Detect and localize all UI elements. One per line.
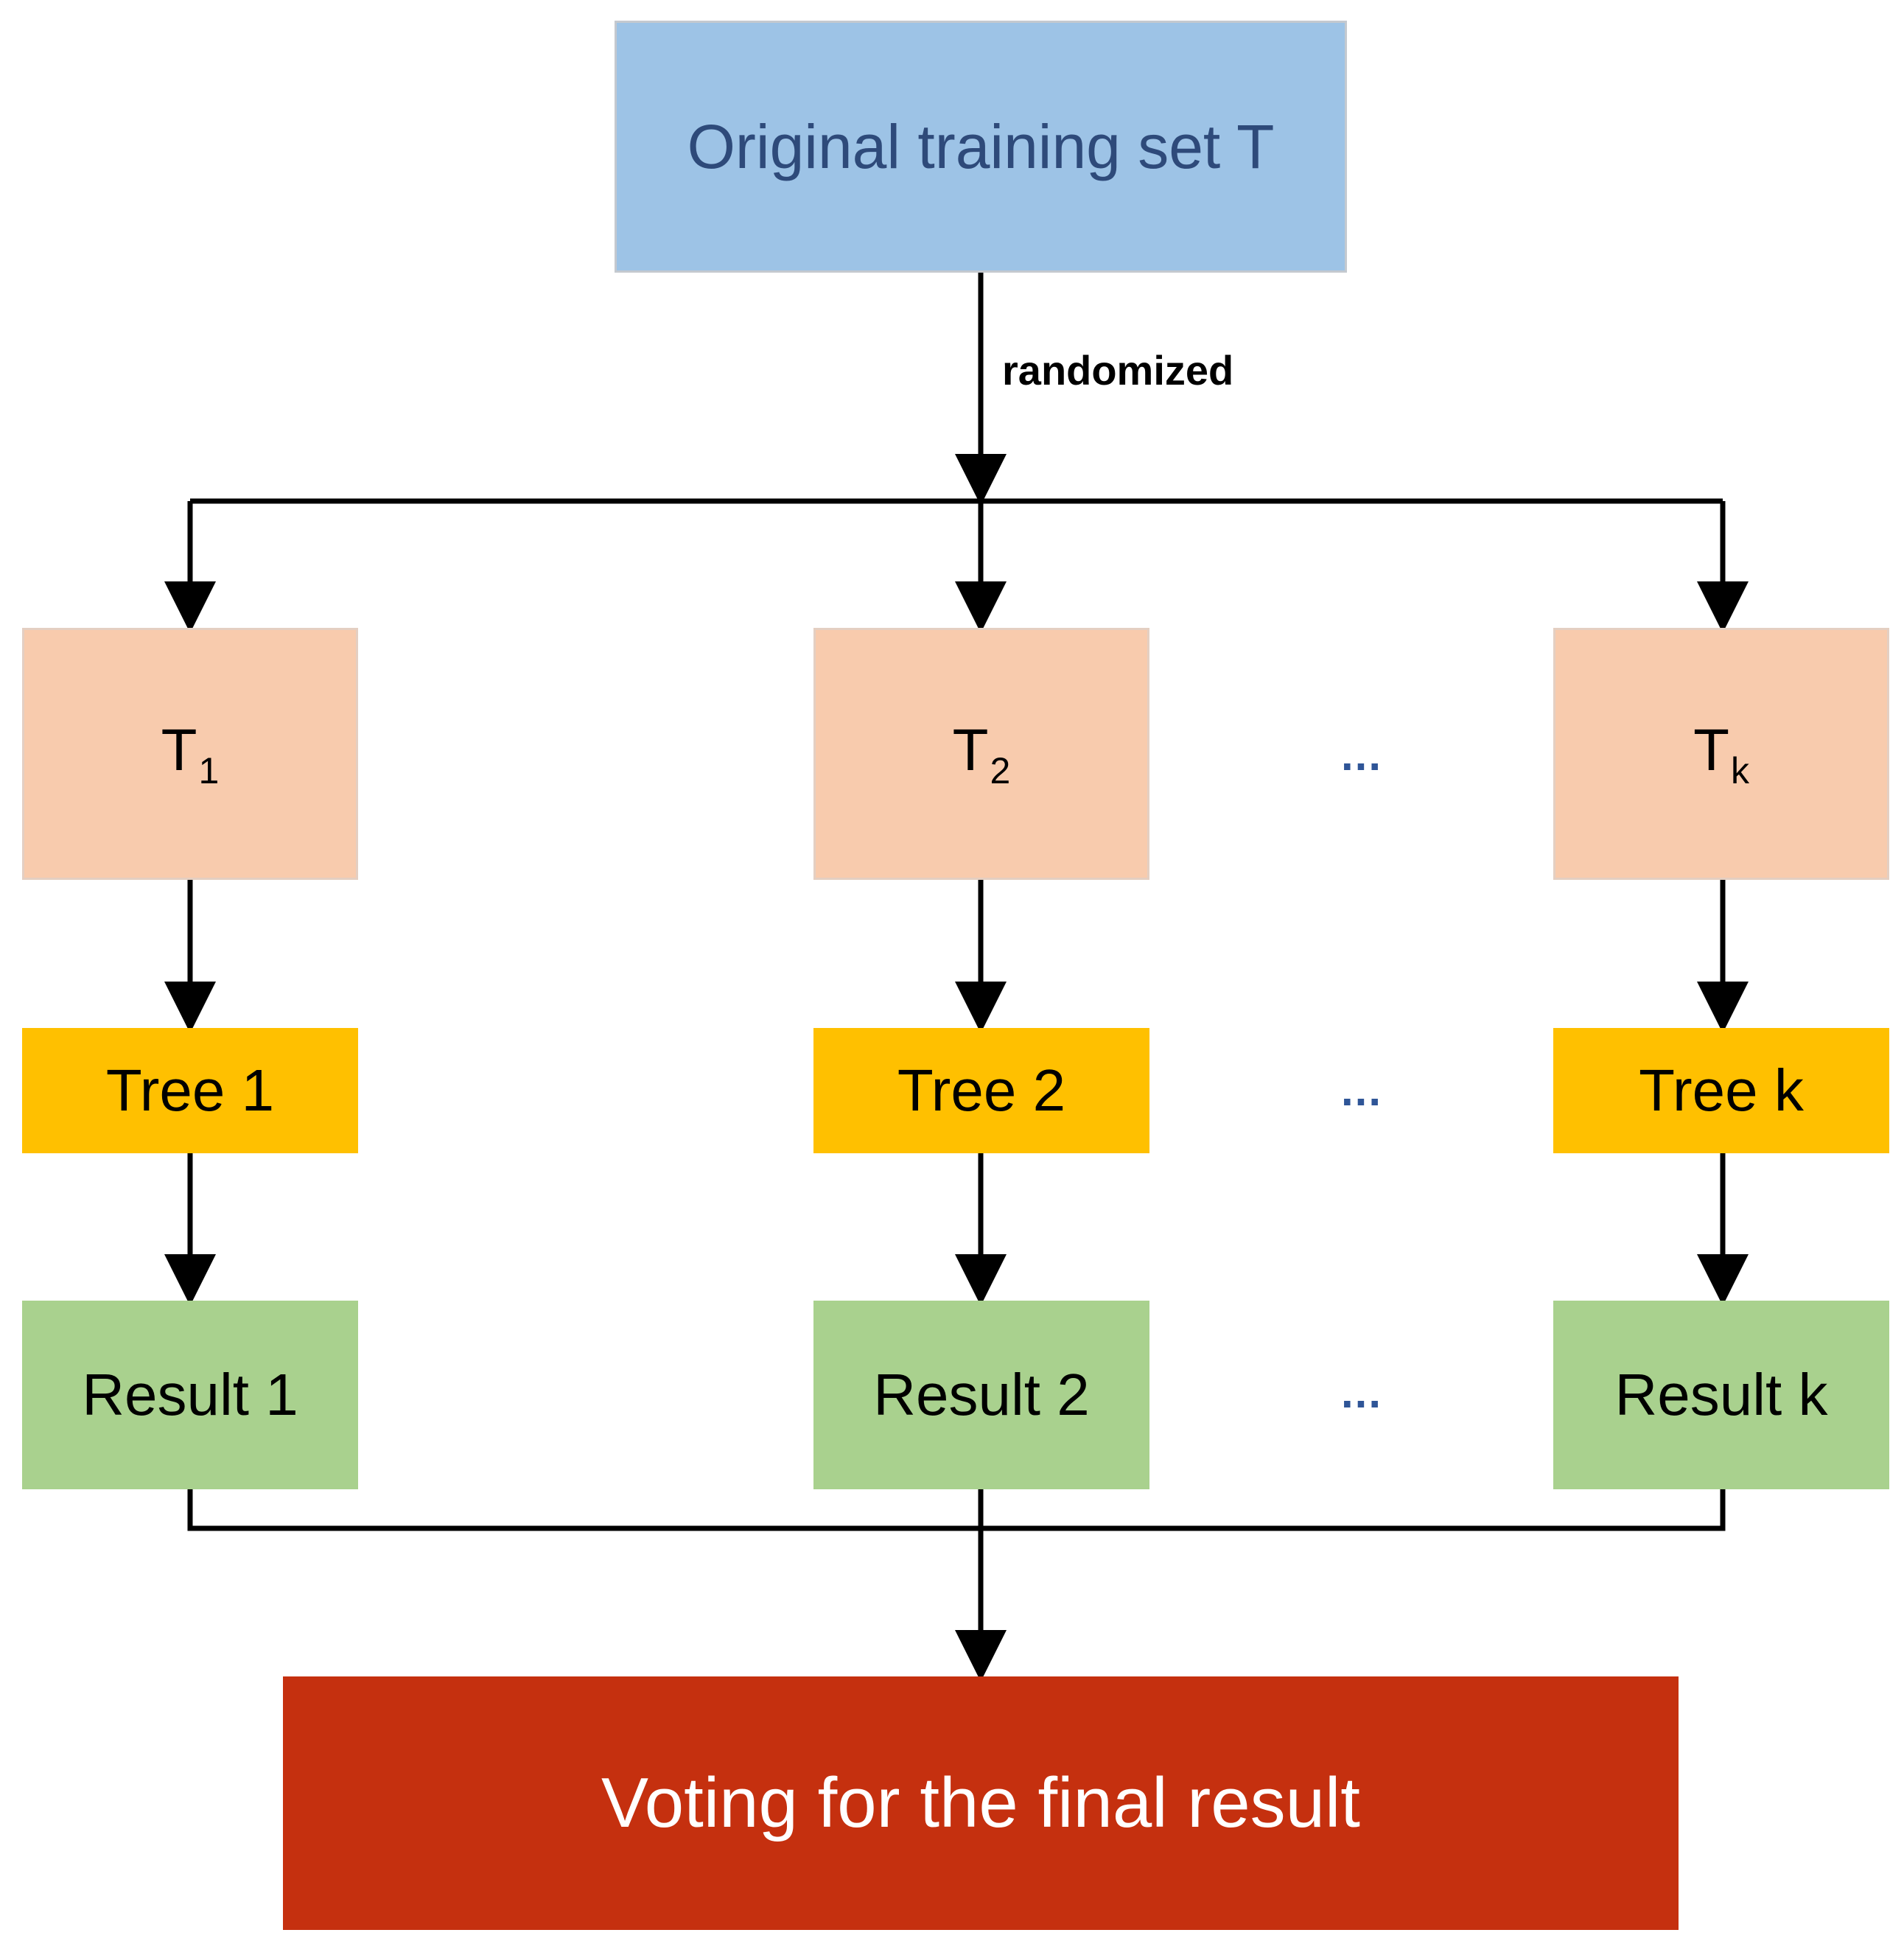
tree-box-2: Tree 2 <box>813 1028 1149 1153</box>
result-label-2: Result 2 <box>873 1362 1090 1427</box>
result-label-1: Result 1 <box>82 1362 298 1427</box>
final-voting-box: Voting for the final result <box>283 1676 1679 1930</box>
tree-label-2: Tree 2 <box>897 1057 1066 1123</box>
original-training-set-box: Original training set T <box>615 21 1347 273</box>
subset-box-1: T1 <box>22 628 358 880</box>
ellipsis-subsets: ... <box>1340 730 1382 780</box>
tree-box-k: Tree k <box>1553 1028 1889 1153</box>
result-box-1: Result 1 <box>22 1301 358 1489</box>
result-box-2: Result 2 <box>813 1301 1149 1489</box>
ellipsis-trees: ... <box>1340 1066 1382 1115</box>
result-label-k: Result k <box>1614 1362 1828 1427</box>
subset-box-2: T2 <box>813 628 1149 880</box>
tree-label-k: Tree k <box>1639 1057 1804 1123</box>
original-training-set-label: Original training set T <box>687 111 1275 181</box>
subset-label-1: T1 <box>161 716 220 791</box>
tree-label-1: Tree 1 <box>105 1057 275 1123</box>
final-voting-label: Voting for the final result <box>601 1763 1360 1842</box>
tree-box-1: Tree 1 <box>22 1028 358 1153</box>
collection-bar <box>187 1489 1726 1531</box>
result-box-k: Result k <box>1553 1301 1889 1489</box>
subset-label-k: Tk <box>1693 716 1749 791</box>
ellipsis-results: ... <box>1340 1368 1382 1417</box>
subset-label-2: T2 <box>952 716 1011 791</box>
subset-box-k: Tk <box>1553 628 1889 880</box>
randomized-label: randomized <box>1002 347 1234 394</box>
